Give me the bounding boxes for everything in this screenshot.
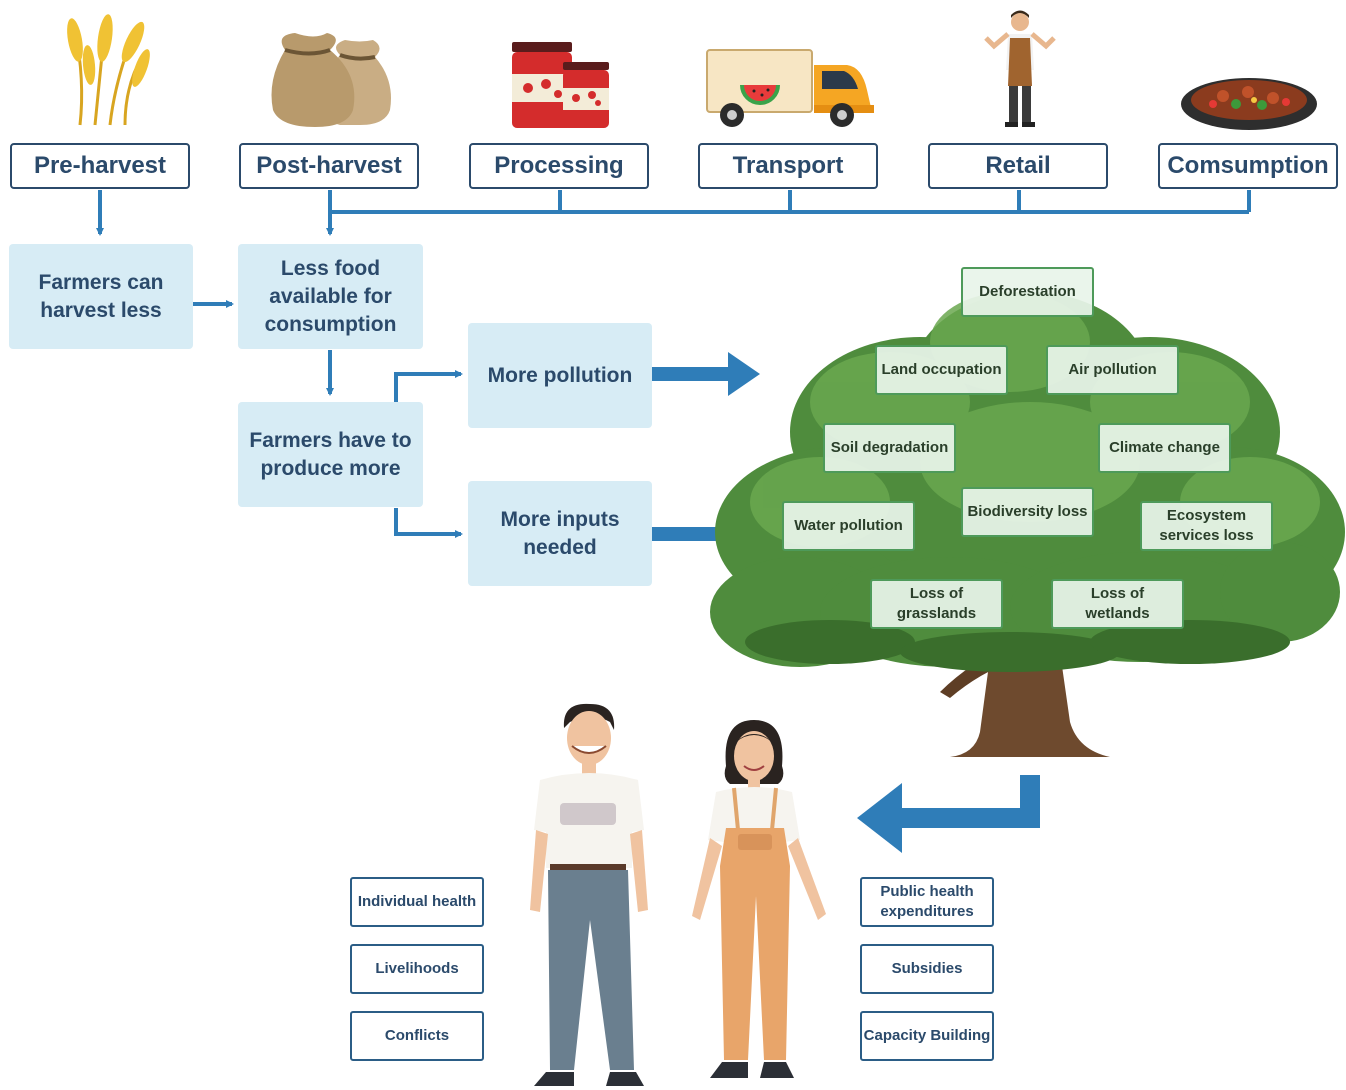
impact-conflicts: Conflicts <box>350 1011 484 1061</box>
box-farmers-harvest-less: Farmers can harvest less <box>9 244 193 349</box>
jam-jars-icon <box>512 42 609 128</box>
stage-processing: Processing <box>469 143 649 189</box>
box-more-inputs: More inputs needed <box>468 481 652 586</box>
impact-subsidies: Subsidies <box>860 944 994 994</box>
label-water-pollution: Water pollution <box>782 501 915 551</box>
label-deforestation: Deforestation <box>961 267 1094 317</box>
box-produce-more: Farmers have to produce more <box>238 402 423 507</box>
impact-livelihoods: Livelihoods <box>350 944 484 994</box>
arrow-to-pollution <box>394 370 463 403</box>
food-pan-icon <box>1181 78 1317 130</box>
stage-transport: Transport <box>698 143 878 189</box>
impact-individual-health: Individual health <box>350 877 484 927</box>
delivery-truck-icon <box>706 49 874 127</box>
box-less-food: Less food available for consumption <box>238 244 423 349</box>
stage-retail: Retail <box>928 143 1108 189</box>
stage-post-harvest: Post-harvest <box>239 143 419 189</box>
shopkeeper-icon <box>984 10 1056 127</box>
label-climate-change: Climate change <box>1098 423 1231 473</box>
stage-consumption: Comsumption <box>1158 143 1338 189</box>
impact-public-health-expenditures: Public health expenditures <box>860 877 994 927</box>
impact-capacity-building: Capacity Building <box>860 1011 994 1061</box>
label-soil-degradation: Soil degradation <box>823 423 956 473</box>
label-air-pollution: Air pollution <box>1046 345 1179 395</box>
big-arrow-tree-to-people <box>857 775 1040 853</box>
stage-pre-harvest: Pre-harvest <box>10 143 190 189</box>
big-arrow-pollution-to-tree <box>652 352 760 396</box>
stages-collector-line <box>330 190 1251 214</box>
arrow-to-inputs <box>394 508 463 538</box>
box-more-pollution: More pollution <box>468 323 652 428</box>
man-illustration <box>530 703 648 1086</box>
label-ecosystem-services-loss: Ecosystem services loss <box>1140 501 1273 551</box>
grain-sacks-icon <box>271 33 391 127</box>
woman-illustration <box>692 720 826 1078</box>
label-loss-of-grasslands: Loss of grasslands <box>870 579 1003 629</box>
label-land-occupation: Land occupation <box>875 345 1008 395</box>
label-loss-of-wetlands: Loss of wetlands <box>1051 579 1184 629</box>
label-biodiversity-loss: Biodiversity loss <box>961 487 1094 537</box>
wheat-icon <box>67 14 150 126</box>
